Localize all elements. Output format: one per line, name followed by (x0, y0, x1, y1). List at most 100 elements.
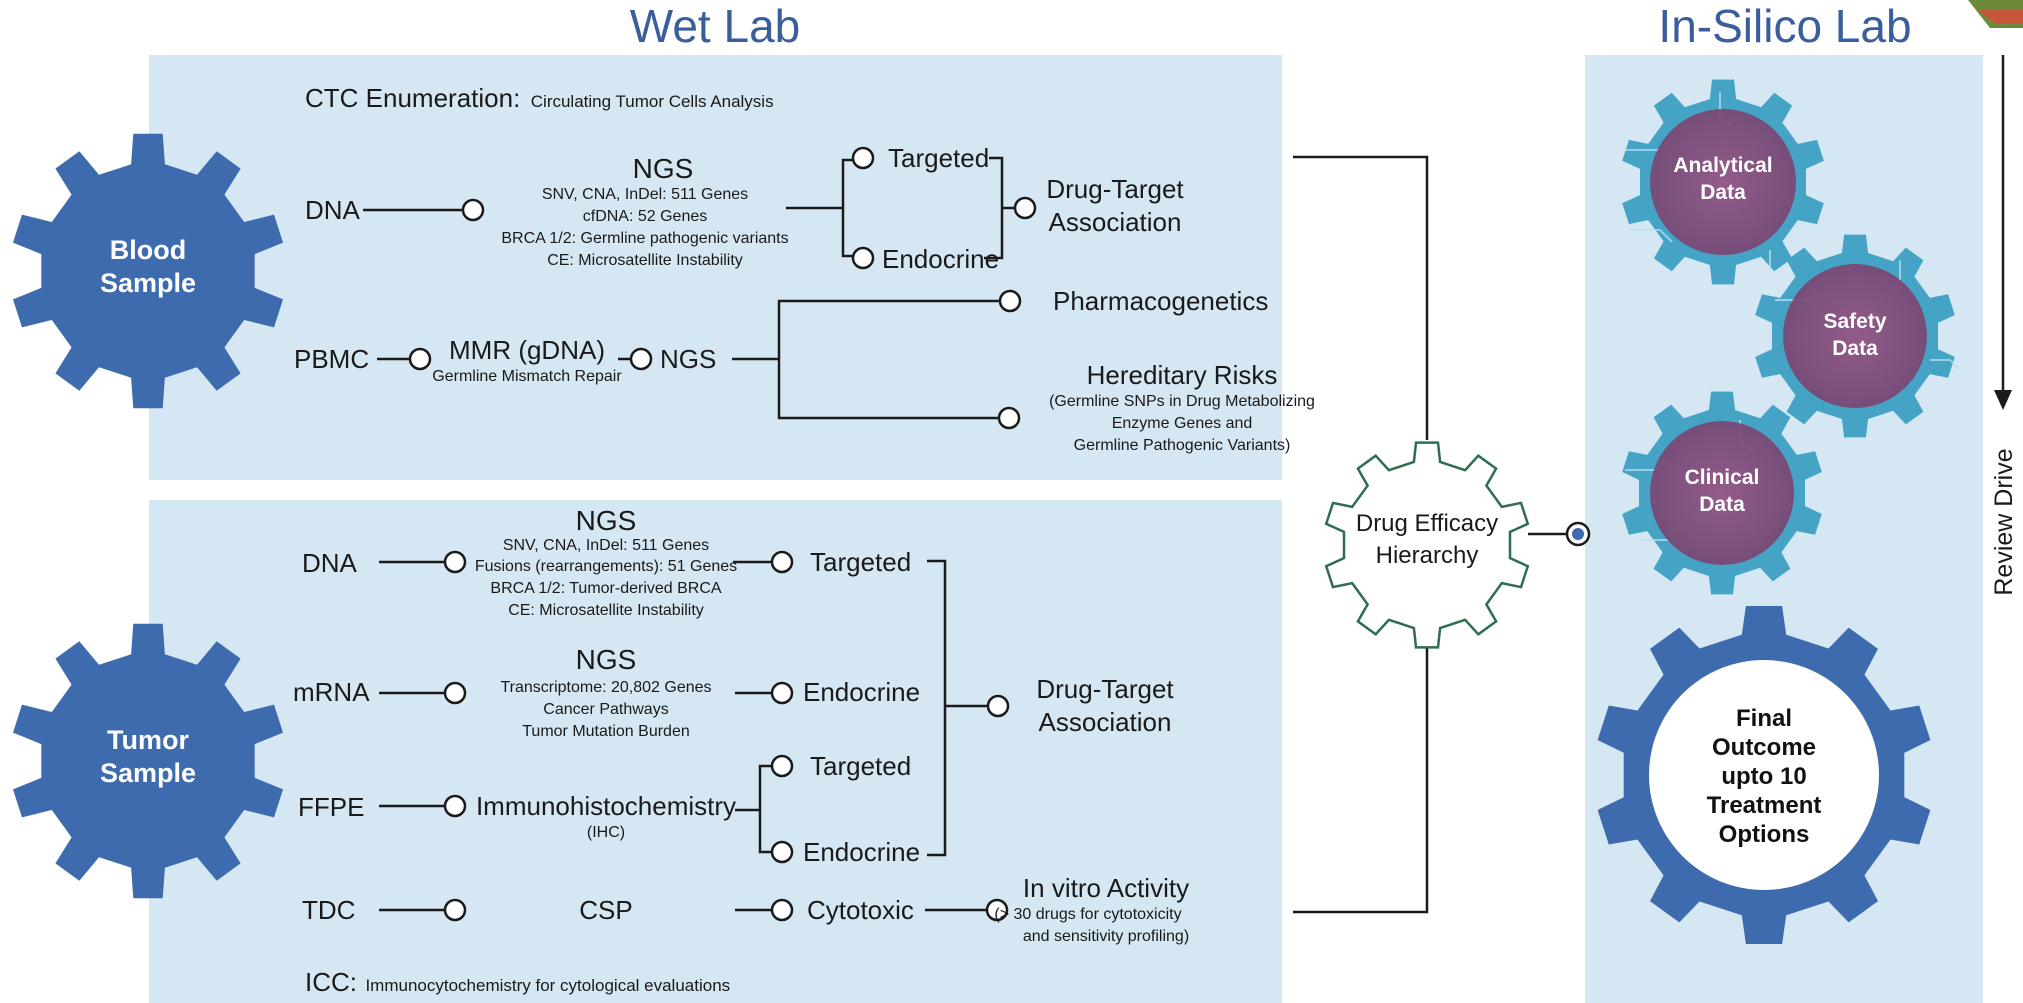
blood-ngs-detail: BRCA 1/2: Germline pathogenic variants (501, 230, 788, 247)
cytotoxic-label: Cytotoxic (807, 895, 914, 925)
final-outcome-gear: Final Outcome upto 10 Treatment Options (1597, 606, 1931, 944)
icc-title: ICC: (305, 967, 357, 997)
blood-dna-node (461, 198, 485, 222)
tumor-dna-label: DNA (302, 548, 358, 578)
blood-dna-label: DNA (305, 195, 361, 225)
ihc-subtitle: (IHC) (587, 824, 625, 841)
safety-label: Safety (1823, 310, 1886, 333)
mmr-node (629, 347, 653, 371)
hierarchy-label-line1: Drug Efficacy (1356, 510, 1498, 537)
tumor-ngs-mrna-title: NGS (576, 644, 637, 675)
blood-sample-gear: Blood Sample (13, 133, 283, 409)
analytical-data-circle (1650, 109, 1796, 255)
csp-label: CSP (579, 895, 632, 925)
review-drive-label: Review Drive (1990, 448, 2018, 595)
tumor-endocrine1-node (770, 681, 794, 705)
tumor-ngs-dna-detail: CE: Microsatellite Instability (508, 602, 704, 619)
safety-label: Data (1832, 337, 1878, 360)
clinical-label: Clinical (1685, 466, 1760, 489)
clinical-data-circle (1650, 421, 1794, 565)
pharmacogenetics-label: Pharmacogenetics (1053, 286, 1268, 316)
tumor-ngs-dna-detail: BRCA 1/2: Tumor-derived BRCA (490, 580, 722, 597)
final-outcome-line: Treatment (1707, 792, 1822, 819)
hierarchy-label-line2: Hierarchy (1376, 542, 1479, 569)
corner-logo-icon (1968, 0, 2023, 28)
blood-targeted-node (851, 146, 875, 170)
tumor-dta-line2: Association (1039, 707, 1172, 737)
icc-row: ICC: Immunocytochemistry for cytological… (305, 967, 730, 997)
mmr-title: MMR (gDNA) (449, 335, 605, 365)
tumor-endocrine2-label: Endocrine (803, 837, 920, 867)
blood-endocrine-label: Endocrine (882, 244, 999, 274)
tumor-sample-gear: Tumor Sample (13, 623, 283, 899)
ffpe-label: FFPE (298, 792, 364, 822)
drug-efficacy-hierarchy-gear: Drug Efficacy Hierarchy (1324, 441, 1530, 649)
tdc-label: TDC (302, 895, 355, 925)
tumor-gear-label-line1: Tumor (107, 725, 189, 755)
tumor-ngs-mrna-detail: Transcriptome: 20,802 Genes (500, 679, 711, 696)
hereditary-title: Hereditary Risks (1087, 360, 1278, 390)
blood-ngs-detail: cfDNA: 52 Genes (583, 208, 708, 225)
blood-ngs-detail: CE: Microsatellite Instability (547, 252, 743, 269)
tumor-endocrine1-label: Endocrine (803, 677, 920, 707)
blood-dta-line1: Drug-Target (1046, 174, 1184, 204)
analytical-label: Data (1700, 181, 1746, 204)
tumor-targeted1-node (770, 550, 794, 574)
invitro-title: In vitro Activity (1023, 873, 1189, 903)
final-outcome-line: Outcome (1712, 734, 1816, 761)
hereditary-detail: Enzyme Genes and (1112, 415, 1253, 432)
tumor-ngs-dna-detail: SNV, CNA, InDel: 511 Genes (503, 537, 709, 554)
invitro-node (985, 898, 1009, 922)
tumor-ngs-mrna-detail: Tumor Mutation Burden (522, 723, 689, 740)
invitro-detail: and sensitivity profiling) (1023, 928, 1189, 945)
ffpe-node (443, 794, 467, 818)
clinical-data-gear: Clinical Data (1622, 391, 1822, 595)
tdc-node (443, 898, 467, 922)
blood-targeted-label: Targeted (888, 143, 989, 173)
pbmc-label: PBMC (294, 344, 369, 374)
cytotoxic-node (770, 898, 794, 922)
review-drive-arrowhead-icon (1994, 390, 2012, 410)
blood-dta-node (1013, 196, 1037, 220)
pharmacogenetics-node (998, 289, 1022, 313)
blood-dta-line2: Association (1049, 207, 1182, 237)
hereditary-node (997, 406, 1021, 430)
tumor-panel (149, 500, 1282, 1003)
ctc-title: CTC Enumeration: (305, 83, 520, 113)
clinical-label: Data (1699, 493, 1745, 516)
pbmc-node (408, 347, 432, 371)
tumor-dta-node (986, 694, 1010, 718)
ihc-title: Immunohistochemistry (476, 791, 736, 821)
blood-ngs-title: NGS (633, 153, 694, 184)
tumor-targeted1-label: Targeted (810, 547, 911, 577)
tumor-ngs-dna-detail: Fusions (rearrangements): 51 Genes (475, 558, 737, 575)
tumor-ngs-mrna-detail: Cancer Pathways (543, 701, 668, 718)
blood-gear-label-line1: Blood (110, 235, 186, 265)
pbmc-ngs-label: NGS (660, 344, 716, 374)
analytical-label: Analytical (1673, 154, 1772, 177)
invitro-detail: (> 30 drugs for cytotoxicity (994, 906, 1181, 923)
blood-gear-label-line2: Sample (100, 268, 196, 298)
final-outcome-line: Options (1719, 821, 1810, 848)
analytical-data-gear: Analytical Data (1622, 79, 1824, 285)
tumor-dta-line1: Drug-Target (1036, 674, 1174, 704)
tumor-dna-node (443, 550, 467, 574)
ctc-enumeration: CTC Enumeration: Circulating Tumor Cells… (305, 83, 774, 113)
ctc-description: Circulating Tumor Cells Analysis (531, 92, 774, 111)
blood-panel (149, 55, 1282, 480)
mrna-node (443, 681, 467, 705)
in-silico-connector-dot (1572, 528, 1584, 540)
safety-data-gear: Safety Data (1755, 234, 1961, 438)
tumor-endocrine2-node (770, 840, 794, 864)
mrna-label: mRNA (293, 677, 370, 707)
blood-ngs-detail: SNV, CNA, InDel: 511 Genes (542, 186, 748, 203)
final-outcome-line: upto 10 (1721, 763, 1806, 790)
mmr-description: Germline Mismatch Repair (432, 368, 622, 385)
in-silico-lab-header: In-Silico Lab (1658, 0, 1911, 52)
hereditary-detail: Germline Pathogenic Variants) (1074, 437, 1291, 454)
tumor-targeted2-label: Targeted (810, 751, 911, 781)
final-outcome-circle (1649, 660, 1879, 890)
tumor-gear-label-line2: Sample (100, 758, 196, 788)
safety-data-circle (1783, 264, 1927, 408)
